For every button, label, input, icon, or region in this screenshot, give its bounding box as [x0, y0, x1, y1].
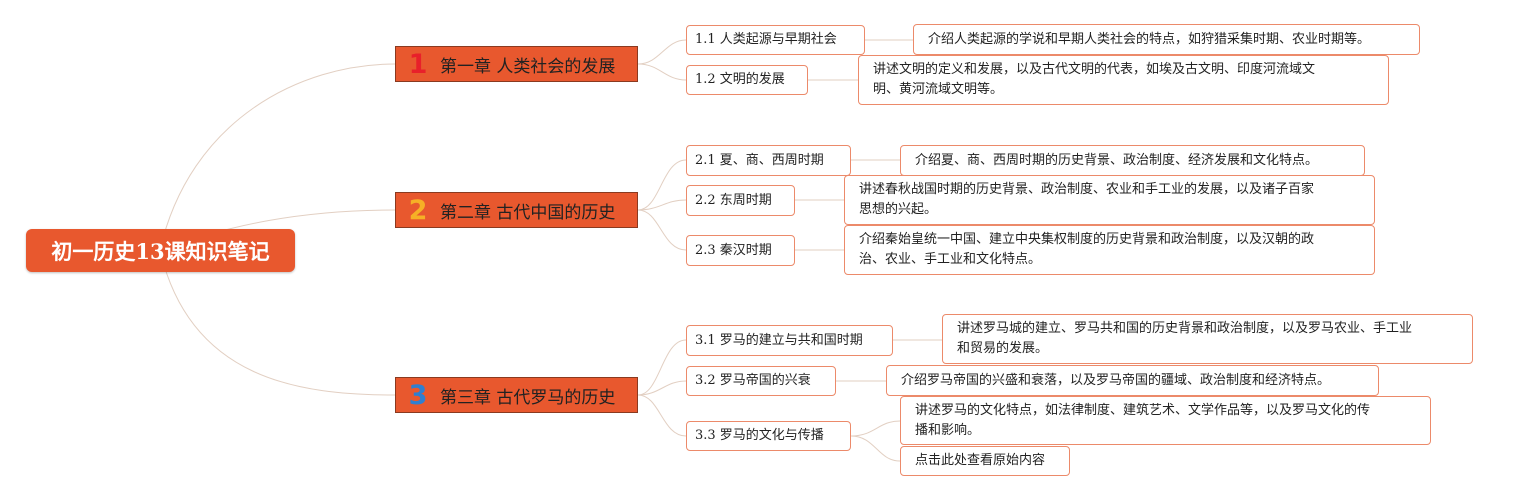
- section-3-2-description: 介绍罗马帝国的兴盛和衰落，以及罗马帝国的疆域、政治制度和经济特点。: [886, 365, 1379, 396]
- section-1-1-description: 介绍人类起源的学说和早期人类社会的特点，如狩猎采集时期、农业时期等。: [913, 24, 1420, 55]
- chapter-3-number-icon: 3: [408, 379, 428, 411]
- chapter-1-number-icon: 1: [408, 48, 428, 80]
- section-2-1[interactable]: 2.1 夏、商、西周时期: [686, 145, 851, 176]
- section-2-1-description: 介绍夏、商、西周时期的历史背景、政治制度、经济发展和文化特点。: [900, 145, 1365, 176]
- chapter-3-title: 第三章 古代罗马的历史: [440, 387, 616, 408]
- section-2-2-description: 讲述春秋战国时期的历史背景、政治制度、农业和手工业的发展，以及诸子百家 思想的兴…: [844, 175, 1375, 225]
- chapter-3[interactable]: 3 第三章 古代罗马的历史: [395, 377, 638, 413]
- connector-ch3-s2: [637, 380, 687, 396]
- connector-ch2-s1: [637, 159, 687, 211]
- connector-s33-desc: [850, 420, 901, 437]
- section-3-3[interactable]: 3.3 罗马的文化与传播: [686, 421, 851, 451]
- section-1-2-description: 讲述文明的定义和发展，以及古代文明的代表，如埃及古文明、印度河流域文 明、黄河流…: [858, 55, 1389, 105]
- connector-s33-link: [850, 435, 901, 462]
- section-2-3[interactable]: 2.3 秦汉时期: [686, 235, 795, 266]
- root-title: 初一历史13课知识笔记: [51, 238, 270, 264]
- chapter-2-title: 第二章 古代中国的历史: [440, 202, 616, 223]
- chapter-2[interactable]: 2 第二章 古代中国的历史: [395, 192, 638, 228]
- section-3-1-description: 讲述罗马城的建立、罗马共和国的历史背景和政治制度，以及罗马农业、手工业 和贸易的…: [942, 314, 1473, 364]
- chapter-1[interactable]: 1 第一章 人类社会的发展: [395, 46, 638, 82]
- root-topic[interactable]: 初一历史13课知识笔记: [26, 229, 295, 272]
- section-1-1[interactable]: 1.1 人类起源与早期社会: [686, 25, 865, 55]
- connector-ch2-s3: [637, 209, 687, 251]
- section-3-1[interactable]: 3.1 罗马的建立与共和国时期: [686, 325, 893, 356]
- section-3-2[interactable]: 3.2 罗马帝国的兴衰: [686, 366, 836, 396]
- section-3-3-description: 讲述罗马的文化特点，如法律制度、建筑艺术、文学作品等，以及罗马文化的传 播和影响…: [900, 396, 1431, 445]
- connector-ch3-s3: [637, 394, 687, 437]
- connector-ch1-s2: [637, 63, 687, 81]
- connector-ch3-s1: [637, 339, 687, 396]
- chapter-1-title: 第一章 人类社会的发展: [440, 56, 616, 77]
- section-2-3-description: 介绍秦始皇统一中国、建立中央集权制度的历史背景和政治制度，以及汉朝的政 治、农业…: [844, 225, 1375, 275]
- view-original-link[interactable]: 点击此处查看原始内容: [900, 446, 1070, 476]
- connector-ch2-s2: [637, 199, 687, 211]
- section-1-2[interactable]: 1.2 文明的发展: [686, 65, 808, 95]
- section-2-2[interactable]: 2.2 东周时期: [686, 185, 795, 216]
- connector-ch1-s1: [637, 39, 687, 65]
- chapter-2-number-icon: 2: [408, 194, 428, 226]
- connector-root-chapter-1: [159, 63, 396, 251]
